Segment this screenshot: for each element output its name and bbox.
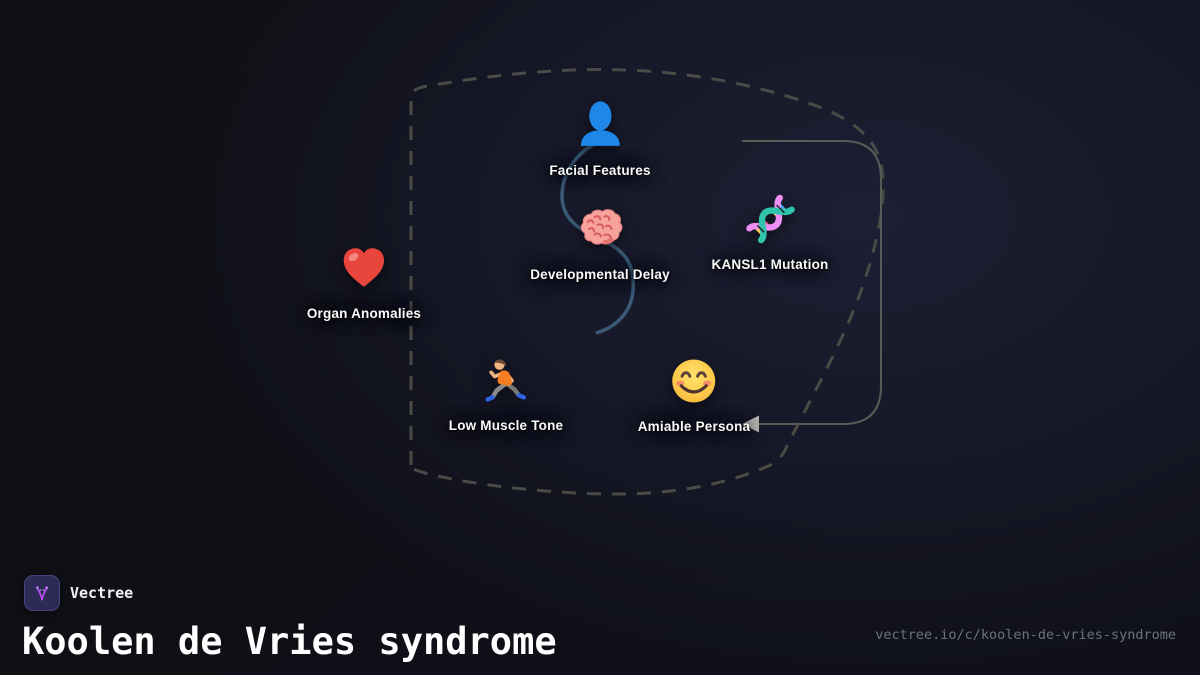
node-organ-anomalies[interactable]: Organ Anomalies <box>307 242 421 321</box>
page-url: vectree.io/c/koolen-de-vries-syndrome <box>875 627 1176 643</box>
brand-name: Vectree <box>70 584 134 602</box>
node-low-muscle-tone[interactable]: Low Muscle Tone <box>449 354 564 433</box>
dna-icon <box>744 193 796 245</box>
node-label: KANSL1 Mutation <box>711 257 829 272</box>
node-label: Low Muscle Tone <box>448 418 564 433</box>
runner-icon <box>480 354 532 406</box>
page-title: Koolen de Vries syndrome <box>22 620 557 663</box>
person-bust-icon <box>574 99 626 151</box>
node-label: Developmental Delay <box>530 267 670 282</box>
vectree-logo-icon <box>24 575 60 611</box>
node-label: Facial Features <box>549 163 651 178</box>
node-kansl1-mutation[interactable]: KANSL1 Mutation <box>712 193 829 272</box>
node-developmental-delay[interactable]: Developmental Delay <box>530 203 670 282</box>
red-heart-icon <box>338 242 390 294</box>
node-label: Amiable Persona <box>637 419 751 434</box>
vectree-logo[interactable]: Vectree <box>24 575 133 611</box>
node-amiable-persona[interactable]: Amiable Persona <box>638 355 751 434</box>
smiling-face-icon <box>668 355 720 407</box>
arrowhead-icon <box>742 415 759 433</box>
node-facial-features[interactable]: Facial Features <box>549 99 650 178</box>
node-label: Organ Anomalies <box>306 306 422 321</box>
edge-kansl1-amiable <box>742 140 882 425</box>
brain-icon <box>574 203 626 255</box>
